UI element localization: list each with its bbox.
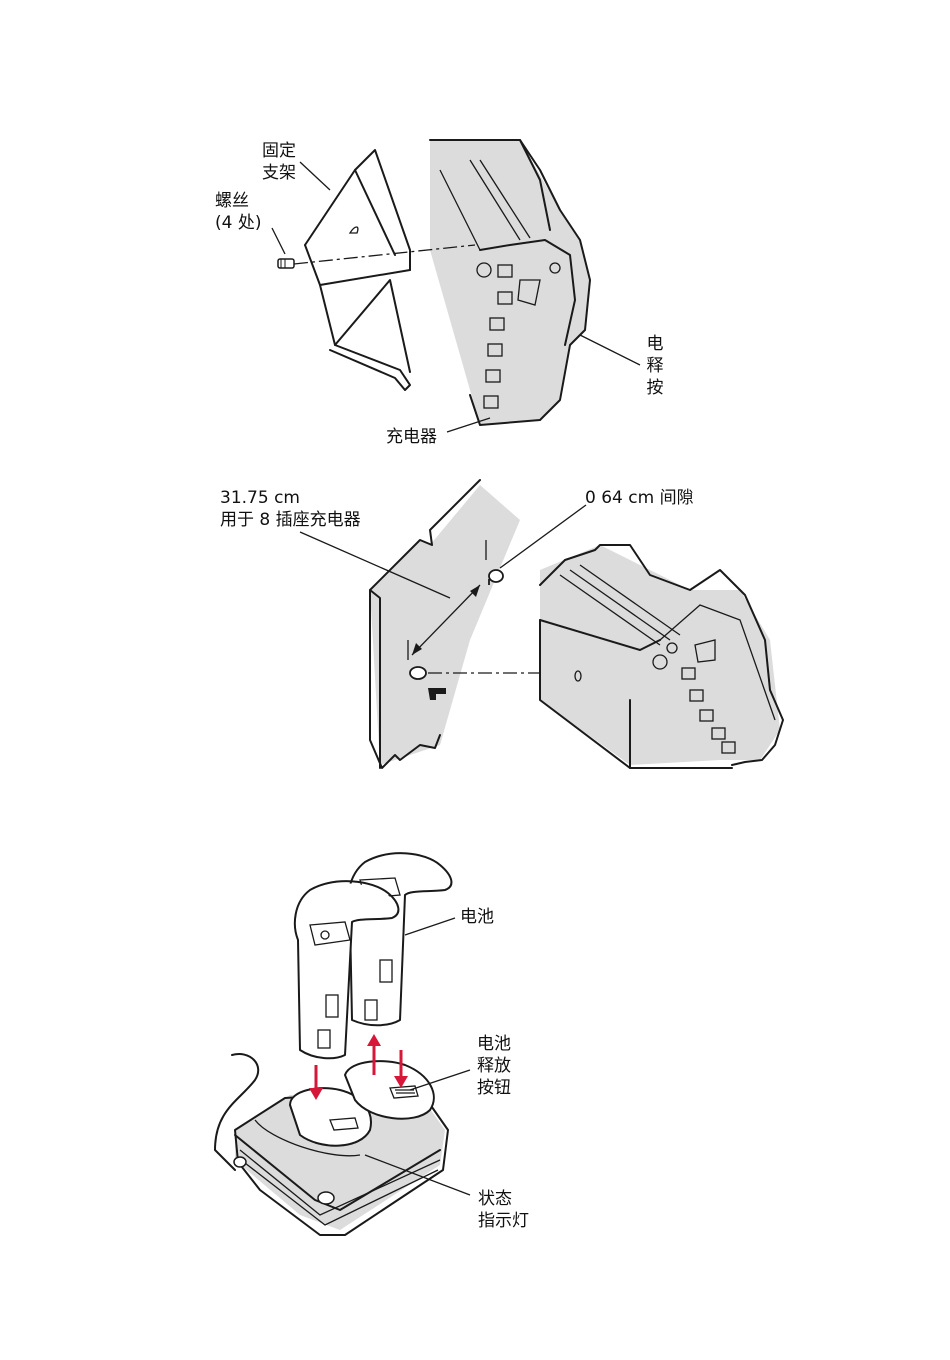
leader-battery <box>405 918 455 935</box>
charger-base-illustration <box>234 1061 448 1235</box>
battery-label: 电池 <box>460 906 494 928</box>
status-indicator-label: 状态 指示灯 <box>478 1188 529 1232</box>
release-button-label: 电池 释放 按钮 <box>477 1033 511 1099</box>
battery-back-illustration <box>348 853 452 1025</box>
